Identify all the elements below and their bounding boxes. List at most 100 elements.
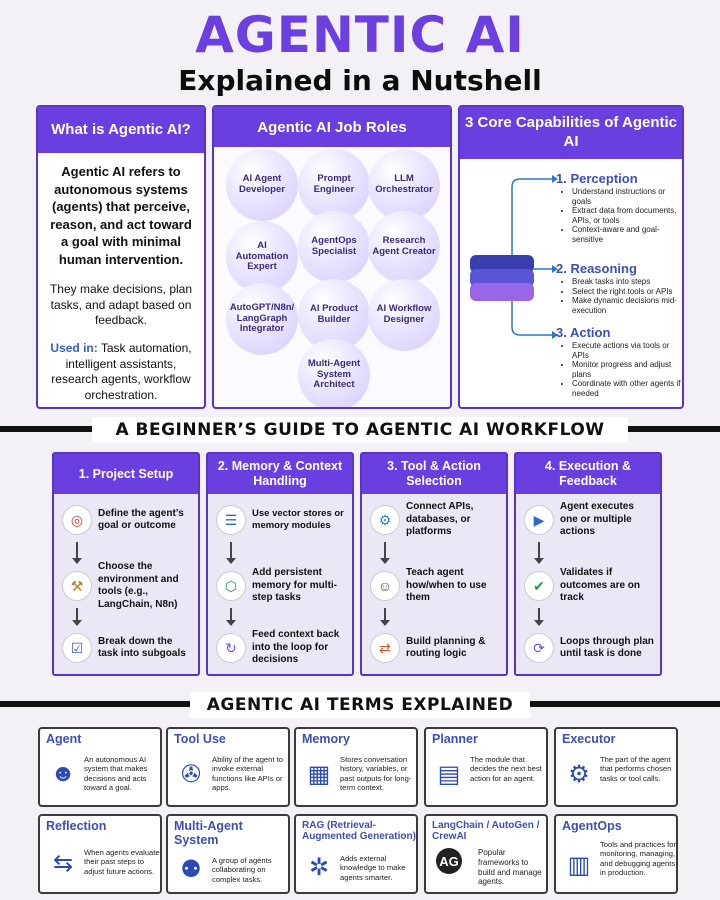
frameworks-icon: AG [436, 848, 462, 874]
term-card-tool-use: Tool Use ✇ Ability of the agent to invok… [166, 727, 290, 807]
capability-point: Make dynamic decisions mid-execution [572, 296, 682, 315]
arrow-down-icon [534, 620, 544, 626]
what-is-definition: Agentic AI refers to autonomous systems … [50, 164, 192, 267]
term-card-multi-agent: Multi-Agent System ⚉ A group of agents c… [166, 814, 290, 894]
role-bubble: AI Automation Expert [226, 221, 298, 293]
robot-icon: ☺ [370, 571, 400, 601]
dashboard-icon: ▥ [567, 851, 591, 879]
capability-point: Coordinate with other agents if needed [572, 379, 682, 398]
what-is-panel: What is Agentic AI? Agentic AI refers to… [36, 105, 206, 409]
capability-points: Understand instructions or goals Extract… [564, 187, 682, 245]
routing-icon: ⇄ [370, 633, 400, 663]
workflow-step-text: Connect APIs, databases, or platforms [406, 501, 474, 538]
toolbox-icon: ⚒ [62, 571, 92, 601]
gear-icon: ⚙ [568, 760, 590, 788]
workflow-step: ◎ Define the agent’s goal or outcome [62, 496, 192, 544]
term-description: Popular frameworks to build and manage a… [478, 848, 542, 887]
arrow-down-icon [380, 620, 390, 626]
term-title: LangChain / AutoGen / CrewAI [432, 820, 540, 842]
role-bubble: AI Workflow Designer [368, 279, 440, 351]
role-bubble: Multi-Agent System Architect [298, 339, 370, 407]
capabilities-heading: 3 Core Capabilities of Agentic AI [460, 107, 682, 159]
workflow-step-text: Teach agent how/when to use them [406, 567, 487, 604]
term-description: When agents evaluate their past steps to… [84, 848, 160, 876]
workflow-step: ⇄ Build planning & routing logic [370, 624, 500, 672]
term-card-rag: RAG (Retrieval-Augmented Generation) ✲ A… [294, 814, 418, 894]
capability-point: Context-aware and goal-sensitive [572, 225, 682, 244]
capability-point: Break tasks into steps [572, 277, 682, 287]
workflow-banner: A BEGINNER’S GUIDE TO AGENTIC AI WORKFLO… [92, 417, 628, 443]
arrow-down-icon [226, 558, 236, 564]
capability-title: 3. Action [556, 325, 611, 340]
what-is-heading: What is Agentic AI? [38, 107, 204, 153]
workflow-column-tools: 3. Tool & Action Selection ⚙ Connect API… [360, 452, 508, 676]
calendar-icon: ▤ [437, 760, 461, 788]
workflow-step-text: Loops through plan until task is done [560, 635, 654, 660]
loop-icon: ↻ [216, 633, 246, 663]
workflow-column-title: 3. Tool & Action Selection [362, 454, 506, 494]
step-connector [230, 542, 232, 560]
capability-arrows-icon [511, 175, 558, 339]
step-connector [538, 542, 540, 560]
workflow-step: ▶ Agent executes one or multiple actions [524, 496, 654, 544]
workflow-step: ☰ Use vector stores or memory modules [216, 496, 346, 544]
term-title: AgentOps [562, 819, 622, 833]
workflow-step: ⬡ Add persistent memory for multi-step t… [216, 562, 346, 610]
role-bubble: LLM Orchestrator [368, 149, 440, 221]
step-connector [538, 608, 540, 622]
robots-icon: ⚉ [180, 855, 202, 883]
workflow-step: ↻ Feed context back into the loop for de… [216, 624, 346, 672]
used-in-list: Task automation, intelligent assistants,… [51, 341, 192, 402]
page-subtitle: Explained in a Nutshell [178, 64, 542, 97]
capability-title: 2. Reasoning [556, 261, 637, 276]
used-in-text: Used in: Task automation, intelligent as… [46, 341, 196, 403]
term-card-agentops: AgentOps ▥ Tools and practices for monit… [554, 814, 678, 894]
validate-icon: ✔ [524, 571, 554, 601]
workflow-step-text: Build planning & routing logic [406, 635, 486, 660]
target-icon: ◎ [62, 505, 92, 535]
workflow-step-text: Use vector stores or memory modules [252, 508, 344, 531]
term-title: Tool Use [174, 732, 226, 746]
page-title: AGENTIC AI [195, 6, 525, 64]
workflow-step: ⟳ Loops through plan until task is done [524, 624, 654, 672]
role-bubble: AgentOps Specialist [298, 211, 370, 283]
stack-layer-icon [470, 269, 534, 287]
term-card-reflection: Reflection ⇆ When agents evaluate their … [38, 814, 162, 894]
term-title: Agent [46, 732, 82, 746]
chip-icon: ▦ [307, 760, 331, 788]
workflow-column-setup: 1. Project Setup ◎ Define the agent’s go… [52, 452, 200, 676]
workflow-column-title: 4. Execution & Feedback [516, 454, 660, 494]
network-icon: ✲ [308, 853, 330, 881]
workflow-column-title: 2. Memory & Context Handling [208, 454, 352, 494]
wrench-icon: ✇ [180, 760, 202, 788]
arrow-down-icon [380, 558, 390, 564]
term-description: Tools and practices for monitoring, mana… [600, 840, 676, 877]
job-roles-heading: Agentic AI Job Roles [214, 107, 450, 147]
workflow-step-text: Choose the environment and tools (e.g., … [98, 561, 179, 610]
workflow-column-execution: 4. Execution & Feedback ▶ Agent executes… [514, 452, 662, 676]
step-connector [384, 542, 386, 560]
arrows-icon: ⇆ [52, 849, 74, 877]
role-bubble: Prompt Engineer [298, 149, 370, 221]
workflow-column-title: 1. Project Setup [54, 454, 198, 494]
workflow-step-text: Feed context back into the loop for deci… [252, 629, 340, 666]
term-description: The part of the agent that performs chos… [600, 755, 672, 783]
loop-plan-icon: ⟳ [524, 633, 554, 663]
capability-title: 1. Perception [556, 171, 638, 186]
terms-banner: AGENTIC AI TERMS EXPLAINED [190, 692, 530, 718]
arrow-down-icon [226, 620, 236, 626]
workflow-step-text: Define the agent’s goal or outcome [98, 507, 184, 532]
term-title: Multi-Agent System [174, 819, 243, 847]
database-icon: ☰ [216, 505, 246, 535]
term-description: Ability of the agent to invoke external … [212, 755, 283, 792]
api-icon: ⚙ [370, 505, 400, 535]
capability-points: Execute actions via tools or APIs Monito… [564, 341, 682, 399]
capability-point: Select the right tools or APIs [572, 287, 682, 297]
workflow-column-memory: 2. Memory & Context Handling ☰ Use vecto… [206, 452, 354, 676]
step-connector [384, 608, 386, 622]
workflow-step-text: Agent executes one or multiple actions [560, 501, 634, 538]
workflow-step-text: Validates if outcomes are on track [560, 567, 641, 604]
memory-icon: ⬡ [216, 571, 246, 601]
term-title: Memory [302, 732, 350, 746]
step-connector [76, 608, 78, 622]
